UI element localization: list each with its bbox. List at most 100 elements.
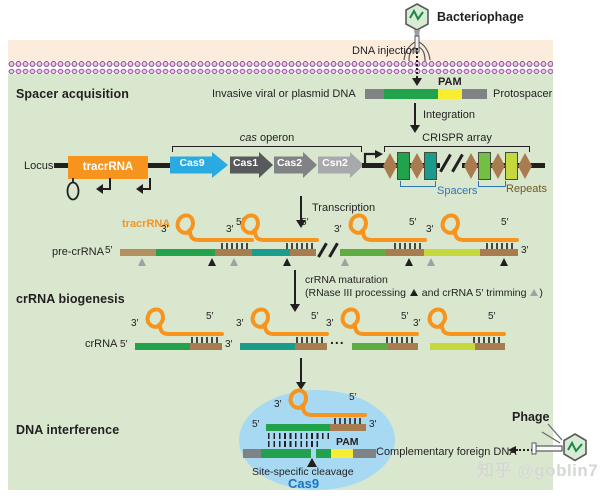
five-prime-label: 5′	[349, 392, 357, 403]
bacteriophage-label: Bacteriophage	[437, 10, 524, 24]
integration-arrowhead	[410, 125, 420, 133]
cas-operon-label: cas operon	[172, 132, 362, 144]
five-prime-label: 5′	[501, 217, 509, 228]
target-dna-gray-right	[353, 449, 376, 458]
complementary-dna-label: Complementary foreign DNA	[376, 446, 517, 458]
gene-arrow-cas2	[274, 152, 317, 178]
tracr-hairpin-3: 3′5′	[334, 213, 428, 251]
gene-label-cas1: Cas1	[232, 157, 259, 169]
cas-operon-italic: cas	[239, 132, 257, 144]
locus-line-mid	[148, 163, 172, 168]
tracrrna-hairpin-icon	[66, 178, 80, 201]
crispr-promoter-arrow	[363, 150, 383, 168]
spacers-bracket-left	[400, 181, 436, 187]
trimming-triangle	[341, 258, 349, 266]
tracrrna-orange-label: tracrRNA	[122, 218, 171, 230]
five-prime-label: 5′	[120, 339, 128, 350]
gene-arrow-cas1	[230, 152, 273, 178]
processing-triangle	[405, 258, 413, 266]
cas9-tracrrna-hairpin: 3′5′	[274, 388, 368, 426]
dna-injection-label: DNA injection	[352, 45, 419, 57]
invasive-dna-pam-yellow	[438, 89, 462, 99]
target-dna-gray-left	[243, 449, 261, 458]
transcription-arrowhead	[296, 220, 306, 228]
gene-label-cas9: Cas9	[179, 157, 205, 169]
cleavage-triangle	[307, 458, 317, 467]
promoter-arrow-left-2	[136, 178, 151, 194]
crrna-hairpin-1: 3′5′	[131, 307, 225, 345]
precrrna-repeat-1	[215, 249, 252, 256]
maturation-caption: crRNA maturation (RNase III processing a…	[305, 274, 543, 299]
precrrna-spacer-teal	[252, 249, 290, 256]
crrna4-repeat	[475, 343, 505, 350]
repeats-label: Repeats	[506, 183, 547, 195]
watermark: 知乎 @goblin7	[477, 461, 599, 480]
five-prime-label: 5′	[311, 311, 319, 322]
precrrna-repeat-3	[386, 249, 424, 256]
processing-triangle-icon	[409, 288, 418, 296]
repeat-diamond-4	[491, 153, 505, 179]
crrna-hairpin-2: 3′5′	[236, 307, 330, 345]
invasive-dna-gray-left	[365, 89, 384, 99]
cas-operon-rest: operon	[256, 132, 295, 144]
precrrna-spacer-mgreen	[340, 249, 386, 256]
tracr-hairpin-4: 3′ 5′	[426, 213, 520, 251]
spacers-label: Spacers	[437, 185, 478, 197]
crrna3-spacer	[352, 343, 388, 350]
tracrrna-gene-box: tracrRNA	[68, 156, 148, 179]
invasive-dna-protospacer-green	[384, 89, 438, 99]
tracr-hairpin-1: 3′5′	[161, 213, 255, 251]
cleavage-label: Site-specific cleavage	[252, 466, 354, 478]
crrna4-spacer	[430, 343, 475, 350]
transcription-label: Transcription	[312, 202, 376, 214]
trimming-triangle-icon	[530, 288, 539, 296]
crrna2-spacer	[240, 343, 295, 350]
crrna1-repeat	[190, 343, 222, 350]
gene-arrow-cas9	[170, 152, 228, 178]
five-prime-label: 5′	[252, 419, 260, 430]
crrna2-repeat	[295, 343, 327, 350]
maturation-line1: crRNA maturation	[305, 274, 388, 286]
maturation-arrowhead	[290, 304, 300, 312]
target-dna-green-left	[261, 449, 311, 458]
locus-label: Locus	[24, 160, 54, 172]
crrna-hairpin-4: 3′ 5′	[413, 307, 507, 345]
cas9-label: Cas9	[288, 476, 320, 491]
dna-injection-arrow	[416, 48, 418, 78]
target-dna-green-right	[316, 449, 331, 458]
repeat-diamond-5	[518, 153, 532, 179]
integration-arrow	[414, 103, 417, 125]
interference-arrow	[300, 358, 303, 382]
three-prime-label: 3′	[413, 318, 421, 329]
target-dna-pam-yellow	[331, 449, 353, 458]
three-prime-label: 3′	[161, 224, 169, 235]
transcription-arrow	[300, 196, 303, 220]
five-prime-label: 5′	[105, 245, 113, 256]
crrna3-repeat	[388, 343, 418, 350]
processing-triangle	[283, 258, 291, 266]
five-prime-label: 5′	[488, 311, 496, 322]
crispr-array-label: CRISPR array	[422, 132, 492, 144]
pam-label-ellipse: PAM	[336, 436, 359, 448]
cas9-crrna-spacer	[266, 424, 330, 431]
spacer-rect-teal	[424, 152, 437, 180]
phage-arrowhead	[508, 446, 516, 454]
three-prime-label: 3′	[334, 224, 342, 235]
processing-triangle	[500, 258, 508, 266]
cas9-crrna-repeat	[330, 424, 366, 431]
extracellular-band	[8, 40, 553, 61]
crrna-ellipsis: ...	[330, 331, 345, 347]
integration-label: Integration	[423, 109, 475, 121]
spacer-rect-yellowgreen	[505, 152, 518, 180]
crrna-label: crRNA	[85, 338, 118, 350]
gene-label-cas2: Cas2	[276, 157, 303, 169]
spacer-rect-green	[397, 152, 410, 180]
pairing-hatches-top	[268, 433, 330, 439]
trimming-triangle	[230, 258, 238, 266]
dna-injection-arrowhead	[412, 78, 422, 86]
locus-line-left	[54, 163, 70, 168]
precrrna-repeat-2	[290, 249, 316, 256]
crrna1-spacer	[135, 343, 190, 350]
three-prime-label: 3′	[426, 224, 434, 235]
